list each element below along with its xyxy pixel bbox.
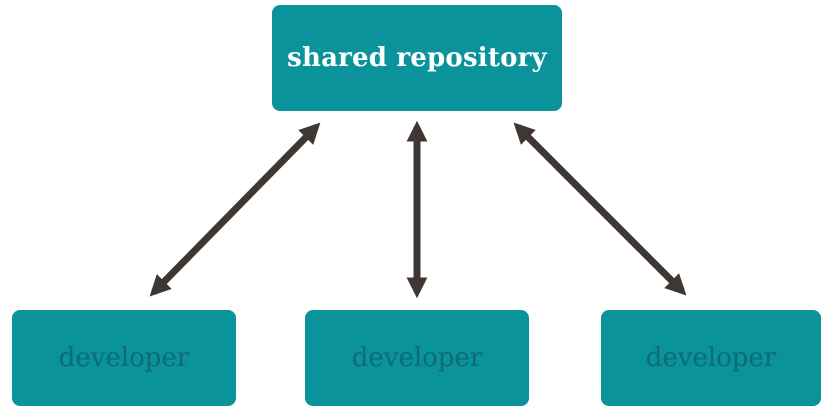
developer-box-right: developer: [601, 310, 821, 406]
developer-box-left: developer: [12, 310, 236, 406]
arrow-repo-to-developer-right: [513, 122, 687, 296]
developer-box-center: developer: [305, 310, 529, 406]
arrow-repo-to-developer-left: [149, 122, 321, 297]
developer-label-center: developer: [351, 343, 483, 373]
shared-repository-box: shared repository: [272, 5, 562, 111]
developer-label-left: developer: [58, 343, 190, 373]
shared-repository-label: shared repository: [287, 43, 547, 73]
developer-label-right: developer: [645, 343, 777, 373]
